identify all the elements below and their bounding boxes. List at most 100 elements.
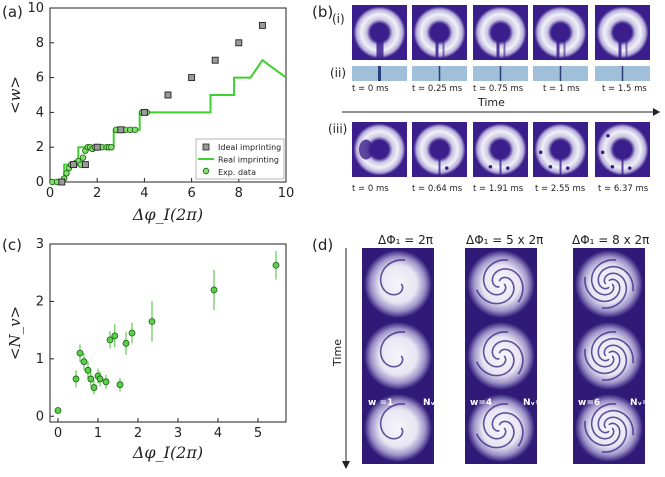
ring-i [534,6,587,59]
data-point [210,286,218,294]
time-arrow-head [653,108,660,116]
vortex-dot [627,166,632,170]
spiral-arm [491,340,524,375]
ideal-imprinting-point [164,91,172,99]
ideal-imprinting-point [211,56,219,64]
data-point [106,336,114,344]
ring-cut-i [496,38,500,60]
ring-cut-i-2 [625,38,628,60]
spiral-arm [379,259,406,296]
data-point [148,318,156,325]
legend-label: Exp. data [218,168,256,177]
panel-b-graphics [342,5,660,177]
spiral-arm [475,276,515,305]
data-point [96,375,104,383]
spiral-arm [475,420,515,449]
plot-frame [49,243,287,423]
time-caption-i-4: t = 1 ms [543,84,580,94]
panel-b-image-sequence: (i) (ii) (iii) t = 0 ms t = 0.25 ms t = … [328,0,665,232]
data-point [111,332,119,340]
spiral-arm [379,331,406,368]
ring-cut-i [435,38,439,60]
time-caption-i-2: t = 0.25 ms [412,84,463,94]
time-arrow-vertical-head [342,461,350,469]
vortex-dot [538,150,543,155]
ring-iii [474,123,527,176]
y-tick-label: 0 [36,409,44,424]
exp-data-point [79,154,87,161]
x-tick-label: 3 [174,426,182,441]
cloud [575,394,643,462]
y-tick-label: 8 [36,36,44,51]
ideal-imprinting-point [93,143,101,151]
x-tick-label: 2 [93,186,101,201]
spiral-arm [379,403,406,440]
exp-data-point [108,143,115,151]
spiral-arm [482,259,509,296]
time-caption-i-3: t = 0.75 ms [473,84,524,94]
time-caption-iii-3: t = 1.91 ms [473,184,524,194]
time-caption-iii-4: t = 2.55 ms [535,184,586,194]
ideal-imprinting-point [188,74,196,82]
ideal-imprinting-point [258,21,266,29]
ring-cut-i-2 [503,38,506,60]
row-label-i: (i) [332,12,345,26]
row-label-iii: (iii) [328,122,348,136]
vortex-dot [548,164,553,169]
x-tick-label: 6 [187,186,195,201]
ring-cut-i [376,38,384,60]
ring-cut-i-2 [442,38,445,60]
spiral-arm [584,420,621,447]
ideal-imprinting-point [235,39,243,47]
legend-ideal-marker [202,143,210,151]
ring-i [474,6,527,59]
ring-cut-i [618,38,622,60]
x-tick-label: 4 [214,426,222,441]
time-caption-i-1: t = 0 ms [352,84,389,94]
panel-d-image-grid: ΔΦ₁ = 2π ΔΦ₁ = 5 x 2π ΔΦ₁ = 8 x 2π Time … [330,233,665,473]
ring-i [596,6,649,59]
panel-d-graphics [342,248,645,469]
x-tick-label: 1 [94,426,102,441]
panel-label-c: (c) [2,236,22,254]
row-label-ii: (ii) [330,66,347,80]
panel-label-b: (b) [312,3,334,21]
ideal-imprinting-point [140,108,148,116]
panel-label-d: (d) [312,236,334,254]
spiral-arm [601,272,628,309]
exp-data-point [63,170,70,177]
cloud [575,322,643,390]
x-axis-label: Δφ_I(2π) [132,205,203,224]
y-tick-label: 1 [36,352,44,367]
ring-defect [359,139,373,160]
column-title-3: ΔΦ₁ = 8 x 2π [572,233,650,247]
x-tick-label: 5 [254,426,262,441]
ring-i [353,6,406,59]
spiral-arm [590,259,617,296]
legend-exp-marker [202,167,210,175]
vortex-dot [444,166,449,170]
ring-cut-iii [438,157,441,177]
vortex-dot [505,166,510,170]
ring-cut-iii [621,157,624,177]
bottom-label-nv-3: Nᵥ=2 [630,398,656,408]
exp-data-point [131,126,139,133]
data-point [54,407,62,414]
spiral-arm [590,331,617,368]
data-point [122,339,130,347]
time-arrow-label: Time [478,96,505,109]
ring-iii [413,123,466,176]
bottom-label-nv-2: Nᵥ=1 [523,398,549,408]
ideal-imprinting-point [70,161,78,169]
spiral-arm [482,331,509,368]
data-point [116,381,124,389]
cloud [364,250,432,318]
ideal-imprinting-point [117,126,125,134]
spiral-arm [601,416,628,453]
x-tick-label: 4 [140,186,148,201]
spiral-arm [475,348,515,377]
time-vertical-label: Time [330,339,344,366]
legend-label: Real imprinting [218,156,279,165]
